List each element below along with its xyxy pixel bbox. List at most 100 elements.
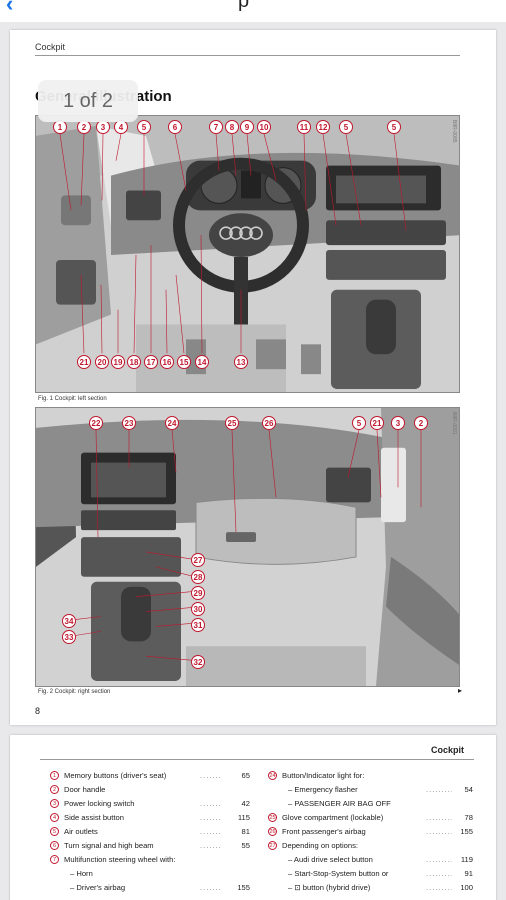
- legend-text: – Audi drive select button: [288, 855, 373, 864]
- legend-page-ref[interactable]: 91: [464, 869, 473, 878]
- legend-text: Front passenger's airbag: [282, 827, 366, 836]
- leader-dots: ..........: [426, 869, 452, 878]
- callout-marker: 18: [127, 355, 141, 369]
- callout-marker: 28: [191, 570, 205, 584]
- legend-number: 3: [50, 799, 59, 808]
- legend-text: Multifunction steering wheel with:: [64, 855, 176, 864]
- callout-marker: 14: [195, 355, 209, 369]
- app-top-bar: ‹ p: [0, 0, 506, 22]
- legend-page-ref[interactable]: 42: [241, 799, 250, 808]
- callout-marker: 7: [209, 120, 223, 134]
- running-head: Cockpit: [35, 42, 66, 52]
- legend-number: 2: [50, 785, 59, 794]
- legend-text: Side assist button: [64, 813, 124, 822]
- leader-dots: ..........: [200, 771, 222, 780]
- legend-page-ref[interactable]: 81: [241, 827, 250, 836]
- legend-text: – PASSENGER AIR BAG OFF: [288, 799, 391, 808]
- legend-number: 1: [50, 771, 59, 780]
- legend-number: 7: [50, 855, 59, 864]
- cockpit-right-illustration: [36, 408, 459, 686]
- callout-marker: 21: [77, 355, 91, 369]
- legend-page-ref[interactable]: 155: [237, 883, 250, 892]
- legend-page-ref[interactable]: 100: [460, 883, 473, 892]
- leader-dots: ..........: [200, 841, 222, 850]
- legend-item: – Audi drive select button.......... 119: [268, 854, 473, 868]
- callout-marker: 34: [62, 614, 76, 628]
- callout-marker: 29: [191, 586, 205, 600]
- legend-item: 6 Turn signal and high beam.......... 55: [50, 840, 250, 854]
- legend-page-ref[interactable]: 155: [460, 827, 473, 836]
- legend-item: 2 Door handle: [50, 784, 250, 798]
- leader-dots: ..........: [200, 799, 222, 808]
- legend-text: Door handle: [64, 785, 106, 794]
- callout-marker: 30: [191, 602, 205, 616]
- header-rule: [40, 759, 474, 760]
- legend-number: 4: [50, 813, 59, 822]
- header-rule: [35, 55, 460, 56]
- leader-dots: ..........: [426, 855, 452, 864]
- leader-dots: ..........: [200, 883, 222, 892]
- callout-marker: 3: [96, 120, 110, 134]
- legend-text: Power locking switch: [64, 799, 135, 808]
- callout-marker: 32: [191, 655, 205, 669]
- callout-marker: 17: [144, 355, 158, 369]
- callout-marker: 10: [257, 120, 271, 134]
- figure-code: B8R-0085: [451, 120, 457, 143]
- callout-marker: 5: [339, 120, 353, 134]
- legend-page-ref[interactable]: 55: [241, 841, 250, 850]
- callout-marker: 15: [177, 355, 191, 369]
- legend-number: 6: [50, 841, 59, 850]
- page-number: 8: [35, 706, 41, 716]
- callout-marker: 5: [137, 120, 151, 134]
- legend-item: – Start-Stop-System button or..........9…: [268, 868, 473, 882]
- legend-number: 24: [268, 771, 277, 780]
- callout-marker: 27: [191, 553, 205, 567]
- back-chevron-icon[interactable]: ‹: [6, 0, 14, 16]
- callout-marker: 31: [191, 618, 205, 632]
- callout-marker: 6: [168, 120, 182, 134]
- legend-left-column: 1 Memory buttons (driver's seat).........…: [50, 770, 250, 896]
- legend-text: Glove compartment (lockable): [282, 813, 384, 822]
- callout-marker: 19: [111, 355, 125, 369]
- callout-marker: 24: [165, 416, 179, 430]
- legend-page-ref[interactable]: 119: [460, 855, 473, 864]
- legend-page-ref[interactable]: 65: [241, 771, 250, 780]
- legend-number: 27: [268, 841, 277, 850]
- callout-marker: 13: [234, 355, 248, 369]
- callout-marker: 23: [122, 416, 136, 430]
- callout-marker: 22: [89, 416, 103, 430]
- leader-dots: ..........: [200, 813, 222, 822]
- figure-code: B8R-0091: [451, 412, 457, 435]
- legend-page-ref[interactable]: 54: [464, 785, 473, 794]
- callout-marker: 20: [95, 355, 109, 369]
- leader-dots: ..........: [200, 827, 222, 836]
- legend-item: – Driver's airbag.......... 155: [50, 882, 250, 896]
- viewer-title: p: [238, 0, 250, 12]
- callout-marker: 3: [391, 416, 405, 430]
- legend-text: Memory buttons (driver's seat): [64, 771, 167, 780]
- figure2-caption: Fig. 2 Cockpit: right section: [38, 689, 111, 695]
- figure1-caption: Fig. 1 Cockpit: left section: [38, 396, 107, 402]
- callout-marker: 33: [62, 630, 76, 644]
- callout-marker: 26: [262, 416, 276, 430]
- callout-marker: 4: [114, 120, 128, 134]
- legend-text: – Emergency flasher: [288, 785, 358, 794]
- legend-page-ref[interactable]: 78: [464, 813, 473, 822]
- callout-marker: 5: [387, 120, 401, 134]
- legend-item: 7 Multifunction steering wheel with:: [50, 854, 250, 868]
- legend-text: Turn signal and high beam: [64, 841, 154, 850]
- legend-text: Button/Indicator light for:: [282, 771, 365, 780]
- callout-marker: 9: [240, 120, 254, 134]
- legend-page-ref[interactable]: 115: [237, 813, 250, 822]
- legend-item: – Horn: [50, 868, 250, 882]
- callout-marker: 5: [352, 416, 366, 430]
- legend-text: – Driver's airbag: [70, 883, 126, 892]
- continue-arrow-icon: ▸: [458, 686, 463, 695]
- leader-dots: ..........: [426, 785, 452, 794]
- callout-marker: 2: [414, 416, 428, 430]
